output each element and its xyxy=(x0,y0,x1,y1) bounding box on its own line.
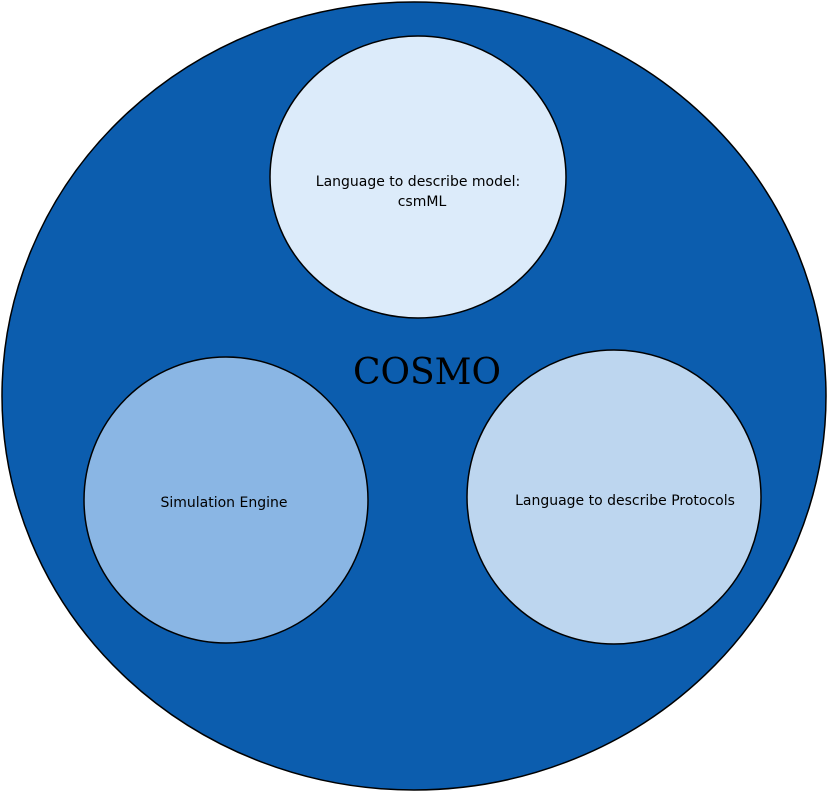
cosmo-title: COSMO xyxy=(353,352,501,393)
model-language-circle xyxy=(269,35,567,319)
simulation-engine-circle xyxy=(83,356,369,644)
protocol-language-node: Language to describe Protocols xyxy=(466,349,762,645)
model-language-label-line-2: csmML xyxy=(398,194,447,210)
protocol-language-label: Language to describe Protocols xyxy=(515,493,735,509)
model-language-node: Language to describe model: csmML xyxy=(269,35,567,319)
protocol-language-circle xyxy=(466,349,762,645)
model-language-label-line-1: Language to describe model: xyxy=(316,174,520,190)
simulation-engine-node: Simulation Engine xyxy=(83,356,369,644)
simulation-engine-label: Simulation Engine xyxy=(160,495,287,511)
